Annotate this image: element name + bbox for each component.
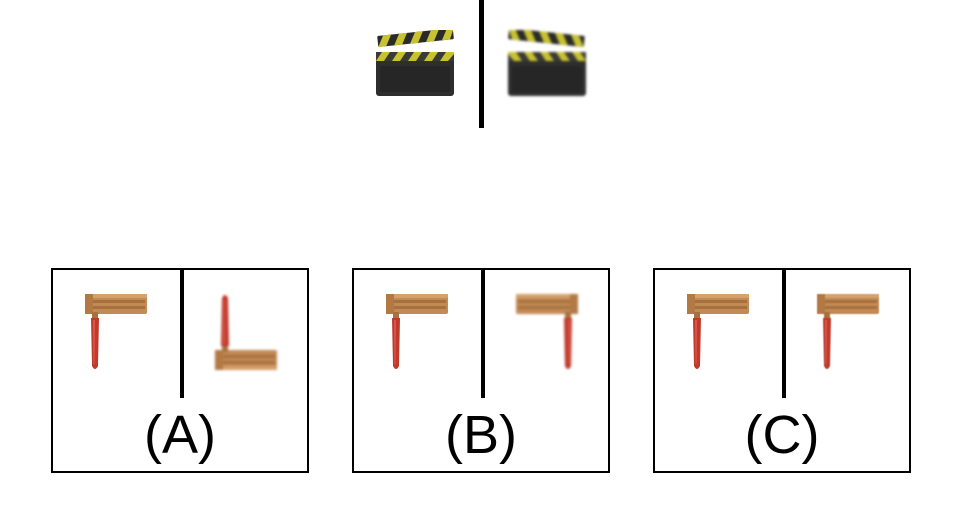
clapperboard-icon — [374, 30, 456, 96]
example-pair — [360, 0, 600, 130]
ratchet-rattle-icon — [683, 292, 753, 372]
option-c[interactable]: (C) — [653, 268, 911, 473]
option-divider — [180, 270, 184, 398]
ratchet-rattle-transformed-icon — [512, 292, 582, 372]
ratchet-rattle-icon — [382, 292, 452, 372]
example-divider — [479, 0, 484, 128]
clapperboard-mirrored-icon — [506, 30, 588, 96]
option-label: (B) — [445, 405, 517, 465]
option-divider — [782, 270, 786, 398]
option-label: (A) — [144, 405, 216, 465]
option-divider — [481, 270, 485, 398]
ratchet-rattle-icon — [81, 292, 151, 372]
option-a[interactable]: (A) — [51, 268, 309, 473]
option-b[interactable]: (B) — [352, 268, 610, 473]
option-label: (C) — [744, 405, 820, 465]
ratchet-rattle-transformed-icon — [813, 292, 883, 372]
ratchet-rattle-transformed-icon — [211, 292, 281, 372]
